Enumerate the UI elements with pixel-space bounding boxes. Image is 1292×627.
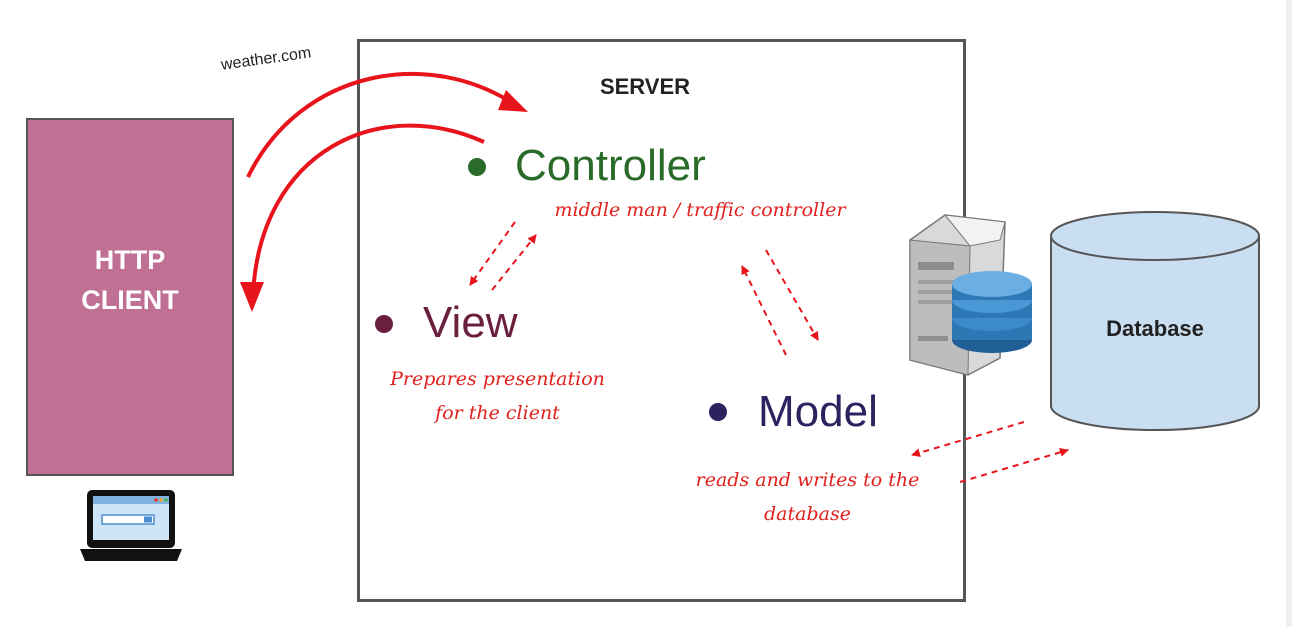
database-server-icon (909, 214, 1032, 376)
model-to-controller-arrow (741, 265, 787, 356)
controller-note: middle man / traffic controller (554, 199, 846, 221)
view-to-controller-arrow (491, 234, 537, 291)
view-note-line2: for the client (435, 402, 560, 424)
laptop-browser-icon (80, 490, 182, 561)
controller-bullet (468, 158, 486, 176)
database-to-model-arrow (911, 421, 1025, 458)
request-arrow (246, 71, 522, 178)
view-bullet (375, 315, 393, 333)
http-client-label-line1: HTTP (94, 245, 166, 275)
database-label: Database (1106, 316, 1204, 341)
controller-heading: Controller (515, 141, 706, 190)
server-title: SERVER (599, 74, 691, 99)
controller-to-model-arrow (765, 249, 819, 341)
response-arrow-head (240, 282, 264, 312)
request-arrow-head (498, 90, 528, 112)
view-note: Prepares presentation for the client (370, 362, 625, 430)
http-client-label: HTTP CLIENT (26, 240, 234, 320)
model-note-line2: database (764, 503, 851, 525)
model-to-database-arrow (959, 447, 1069, 483)
response-arrow (251, 123, 485, 296)
model-note-line1: reads and writes to the (695, 469, 920, 491)
page-edge (1286, 0, 1292, 627)
database-cylinder (1050, 211, 1260, 431)
model-note: reads and writes to the database (675, 463, 940, 531)
controller-to-view-arrow (469, 221, 516, 286)
model-heading: Model (758, 387, 878, 436)
view-heading: View (423, 298, 518, 347)
http-client-box (26, 118, 234, 476)
http-client-label-line2: CLIENT (81, 285, 179, 315)
view-note-line1: Prepares presentation (390, 368, 605, 390)
model-bullet (709, 403, 727, 421)
